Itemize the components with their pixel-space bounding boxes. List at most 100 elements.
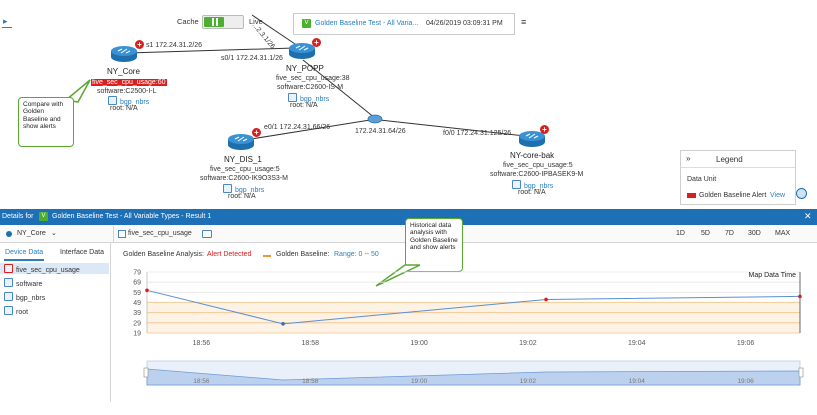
legend-title: Legend — [716, 155, 743, 164]
compare-callout: Compare with Golden Baseline and show al… — [18, 97, 74, 147]
metric-name: five_sec_cpu_usage — [128, 230, 192, 237]
node-root: root: N/A — [290, 102, 318, 109]
expand-arrow-icon[interactable]: ▸ — [3, 16, 8, 26]
link-label: 172.24.31.64/26 — [355, 128, 406, 135]
link-label: e0/1 172.24.31.66/26 — [264, 124, 331, 131]
y-tick-label: 19 — [133, 331, 141, 338]
node-bgp[interactable]: bgp_nbrs — [108, 96, 149, 106]
navigator-tick-label: 19:00 — [411, 378, 428, 385]
callout-pointer — [375, 264, 421, 287]
navigator-handle-left — [143, 367, 149, 378]
node-ny-core-bak[interactable]: + NY-core-bak five_sec_cpu_usage:5 softw… — [490, 124, 590, 202]
legend-swatch — [687, 193, 696, 198]
node-metric-alert: five_sec_cpu_usage:60 — [91, 79, 167, 86]
chevron-down-icon[interactable]: ⌄ — [51, 230, 57, 237]
x-tick-label: 18:58 — [301, 340, 319, 347]
node-software: software:C2500-I-L — [97, 88, 157, 95]
alert-point — [145, 288, 149, 293]
legend-view-link[interactable]: View — [770, 192, 786, 199]
alert-point — [798, 294, 802, 299]
map-canvas[interactable]: ▸ Cache Live V Golden Baseline Test - Al… — [0, 0, 817, 208]
node-name: NY_POPP — [286, 64, 324, 73]
baseline-label: Golden Baseline: — [276, 251, 330, 258]
node-root: root: N/A — [518, 189, 546, 196]
details-title: Details for — [2, 213, 34, 220]
link-label: s1 172.24.31.2/26 — [146, 42, 203, 49]
details-badge-icon: V — [39, 212, 48, 221]
close-icon[interactable]: ✕ — [804, 211, 812, 221]
link-label: f0/0 172.24.31.125/26 — [443, 130, 512, 137]
baseline-line-swatch — [263, 255, 271, 257]
sidebar-item-five-sec-cpu-usage[interactable]: five_sec_cpu_usage — [4, 264, 80, 274]
x-tick-label: 19:06 — [737, 340, 755, 347]
baseline-range: Range: 0 -- 50 — [334, 251, 379, 258]
series-line — [146, 289, 801, 325]
node-root: root: N/A — [110, 105, 138, 112]
node-ny-dis-1[interactable]: + NY_DIS_1 five_sec_cpu_usage:5 software… — [200, 128, 290, 206]
device-selector[interactable]: NY_Core — [17, 230, 46, 237]
node-metric: five_sec_cpu_usage:5 — [210, 166, 280, 173]
node-ny-popp[interactable]: + NY_POPP five_sec_cpu_usage:38 software… — [276, 37, 370, 117]
cache-live-toggle[interactable] — [202, 15, 244, 29]
node-software: software:C2600-IPBASEK9-M — [490, 171, 584, 178]
range-7d[interactable]: 7D — [725, 230, 734, 237]
alert-badge-icon: + — [252, 128, 261, 137]
alert-point — [544, 297, 548, 302]
router-icon — [289, 43, 315, 59]
alert-badge-icon: + — [135, 40, 144, 49]
hamburger-menu-icon[interactable]: ≡ — [521, 17, 527, 27]
node-bgp[interactable]: bgp_nbrs — [288, 93, 329, 103]
legend-item-label: Golden Baseline Alert — [699, 192, 767, 199]
analysis-label: Golden Baseline Analysis: — [123, 251, 204, 258]
metric-table-icon — [118, 230, 126, 238]
baseline-name: Golden Baseline Test - All Varia... — [315, 20, 419, 27]
alert-badge-icon: + — [312, 38, 321, 47]
tab-interface-data[interactable]: Interface Data — [60, 249, 104, 256]
toolbar-divider — [113, 226, 114, 242]
router-icon — [519, 131, 545, 147]
node-name: NY_Core — [107, 67, 140, 76]
node-bgp[interactable]: bgp_nbrs — [512, 180, 553, 190]
legend-subtitle: Data Unit — [687, 176, 717, 183]
router-icon — [111, 46, 137, 62]
baseline-selector[interactable]: V Golden Baseline Test - All Varia... 04… — [293, 13, 515, 35]
details-name: Golden Baseline Test - All Variable Type… — [52, 213, 212, 220]
chart-title: Map Data Time — [749, 272, 797, 279]
y-tick-label: 39 — [133, 310, 141, 317]
navigator-tick-label: 18:56 — [193, 378, 210, 385]
live-label: Live — [249, 17, 263, 26]
analysis-status: Alert Detected — [207, 251, 252, 258]
range-30d[interactable]: 30D — [748, 230, 761, 237]
sidebar-item-software[interactable]: software — [4, 278, 42, 288]
y-tick-label: 69 — [133, 280, 141, 287]
globe-icon[interactable] — [796, 188, 807, 199]
y-tick-label: 79 — [133, 270, 141, 277]
data-point — [281, 322, 285, 326]
node-metric: five_sec_cpu_usage:38 — [276, 75, 350, 82]
x-tick-label: 18:56 — [193, 340, 211, 347]
navigator-tick-label: 19:06 — [737, 378, 754, 385]
node-software: software:C2600-IK9O3S3-M — [200, 175, 288, 182]
cache-label: Cache — [177, 17, 199, 26]
range-5d[interactable]: 5D — [701, 230, 710, 237]
sidebar-item-root[interactable]: root — [4, 306, 28, 316]
node-metric: five_sec_cpu_usage:5 — [503, 162, 573, 169]
legend-panel: » Legend Data Unit Golden Baseline Alert… — [680, 150, 796, 205]
node-root: root: N/A — [228, 193, 256, 200]
node-ny-core[interactable]: + NY_Core five_sec_cpu_usage:60 software… — [88, 40, 167, 120]
baseline-badge-icon: V — [302, 19, 311, 28]
x-tick-label: 19:00 — [410, 340, 428, 347]
tab-active-underline — [4, 259, 44, 261]
range-1d[interactable]: 1D — [676, 230, 685, 237]
legend-divider — [681, 167, 795, 168]
range-max[interactable]: MAX — [775, 230, 791, 237]
expand-underline — [2, 27, 12, 28]
sidebar-item-bgp-nbrs[interactable]: bgp_nbrs — [4, 292, 45, 302]
export-icon[interactable] — [202, 230, 212, 238]
navigator-tick-label: 19:02 — [520, 378, 537, 385]
legend-collapse-icon[interactable]: » — [686, 154, 691, 163]
node-bgp[interactable]: bgp_nbrs — [223, 184, 264, 194]
tab-device-data[interactable]: Device Data — [5, 249, 44, 256]
sidebar-item-selected-bg — [0, 263, 109, 274]
